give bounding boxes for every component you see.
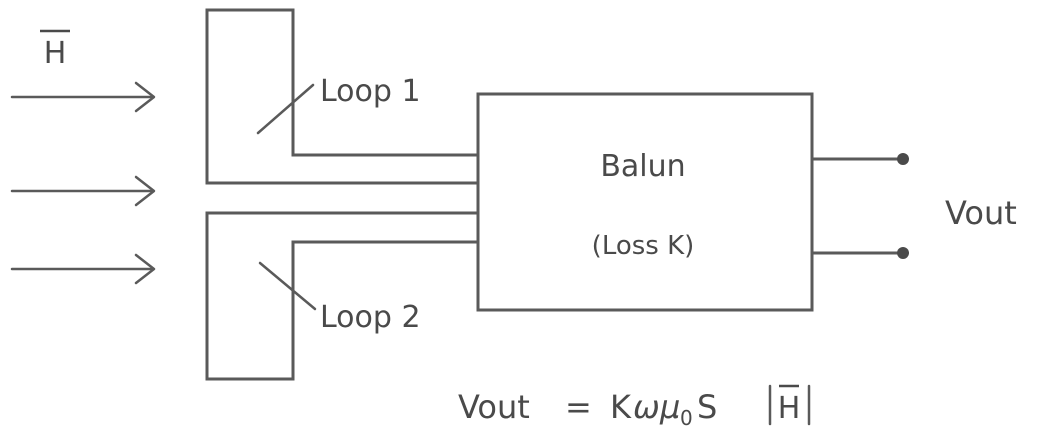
equation-k: K xyxy=(610,388,632,426)
equation-mu-subscript: 0 xyxy=(680,406,693,430)
output-equation: Vout = K ω μ 0 S H xyxy=(458,384,811,430)
loop-2-marker xyxy=(258,261,317,311)
equation-field-symbol: H xyxy=(778,391,801,426)
field-arrow xyxy=(10,175,156,207)
equation-mu: μ xyxy=(659,388,680,426)
loop-1-conductor xyxy=(205,8,480,185)
loop-1-marker xyxy=(256,83,315,135)
balun-subtitle: (Loss K) xyxy=(592,231,695,261)
equation-lhs: Vout xyxy=(458,388,530,426)
field-arrows xyxy=(10,81,156,285)
equation-area: S xyxy=(697,388,717,426)
loop-2-label: Loop 2 xyxy=(320,300,421,335)
field-label: H xyxy=(44,36,67,71)
balun-title: Balun xyxy=(600,149,685,184)
output-terminals: Vout xyxy=(810,153,1017,259)
output-label: Vout xyxy=(945,194,1017,232)
equation-equals: = xyxy=(565,388,592,426)
loop-1-label: Loop 1 xyxy=(320,74,421,109)
output-terminal-bottom xyxy=(897,247,909,259)
loop-2-conductor xyxy=(205,211,480,381)
loop-2: Loop 2 xyxy=(205,211,480,381)
balun-box xyxy=(476,92,814,312)
field-arrow xyxy=(10,253,156,285)
loop-1: Loop 1 xyxy=(205,8,480,185)
output-terminal-top xyxy=(897,153,909,165)
equation-omega: ω xyxy=(633,388,660,426)
balun-block: Balun (Loss K) xyxy=(476,92,814,312)
field-arrow xyxy=(10,81,156,113)
field-symbol-h: H xyxy=(40,29,70,71)
